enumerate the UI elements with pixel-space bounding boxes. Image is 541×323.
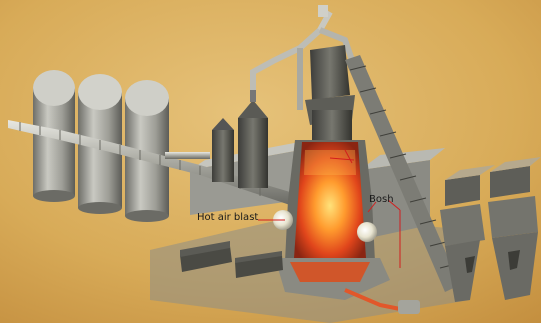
connector-pipe	[165, 152, 210, 159]
tuyere-right	[357, 222, 377, 242]
molten-iron	[290, 262, 370, 282]
hot-air-blast-label: Hot air blast	[197, 213, 258, 223]
ladle	[398, 300, 420, 314]
stack-top	[318, 5, 328, 17]
bosh-label: Bosh	[369, 195, 394, 205]
